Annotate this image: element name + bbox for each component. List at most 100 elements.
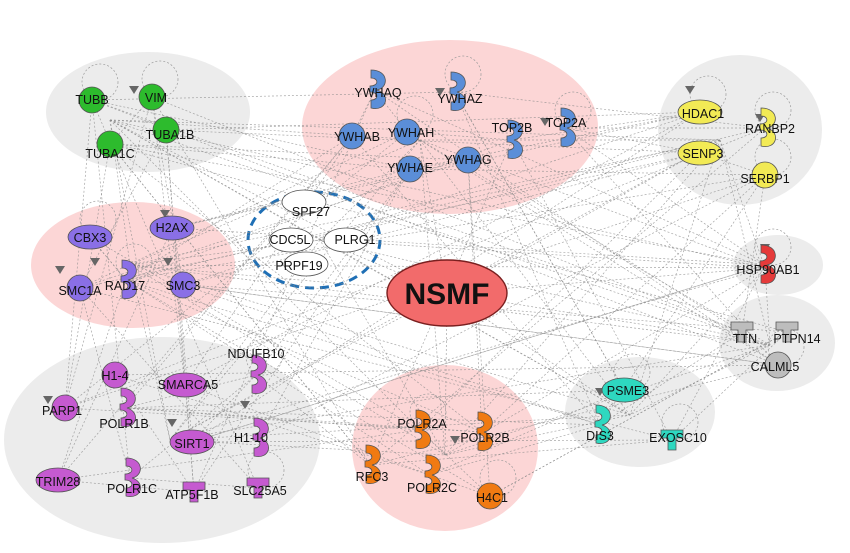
arrowhead-3 (685, 86, 695, 94)
edge-0-0 (91, 99, 779, 366)
node-top2b-shape (506, 119, 523, 159)
edge-32-0 (57, 479, 195, 493)
edge-2-1 (165, 111, 701, 131)
edge-43-0 (369, 439, 673, 466)
edge-3-1 (109, 143, 766, 266)
edge-41-1 (429, 389, 625, 476)
node-ywhab-label: YWHAB (334, 130, 380, 144)
hub-edge-3-5 (129, 264, 771, 346)
edge-12-1 (409, 111, 701, 170)
node-h1-10-shape (252, 417, 269, 457)
node-top2a-label: TOP2A (546, 116, 587, 130)
node-ndufb10-label: NDUFB10 (228, 347, 285, 361)
node-dis3-shape (594, 404, 611, 444)
edge-28-1 (64, 96, 153, 409)
edge-41-2 (124, 389, 625, 409)
node-polr1b-shape (119, 387, 136, 427)
hub-edge-1-8 (419, 139, 631, 416)
edge-42-1 (124, 407, 601, 426)
arrowhead-1 (435, 88, 445, 96)
edge-29-2 (124, 135, 353, 409)
node-ttn-label: TTN (733, 332, 757, 346)
complex-node-cdc5l-shape (268, 227, 314, 253)
edge-25-0 (114, 374, 195, 493)
hub-edge-8-10 (319, 239, 631, 416)
node-rfc3-label: RFC3 (356, 470, 389, 484)
self-loop-exosc10 (661, 403, 699, 441)
hub-edge-2-5 (719, 139, 771, 346)
hub-edge-0-5 (109, 119, 771, 346)
edge-13-1 (454, 91, 766, 129)
node-ywhae-shape (396, 155, 424, 183)
node-ywhaq-label: YWHAQ (354, 86, 402, 100)
hub-edge-3-6 (129, 264, 171, 441)
node-ptpn14-shape (775, 321, 799, 343)
self-loop-ywhaz (444, 55, 482, 93)
edge-21-1 (171, 227, 766, 266)
edge-27-3 (255, 168, 411, 376)
nsmf-label: NSMF (405, 278, 490, 311)
edge-13-3 (125, 127, 766, 281)
edge-23-1 (109, 143, 788, 333)
complex-node-spf27-shape (281, 189, 327, 215)
node-smc1a-label: SMC1A (58, 284, 102, 298)
node-ywhab-shape (338, 122, 366, 150)
edge-43-3 (191, 439, 673, 443)
complex-node-prpf19-label: PRPF19 (275, 259, 322, 273)
node-tubb-shape (78, 86, 106, 114)
node-h1-4-label: H1-4 (101, 369, 128, 383)
node-exosc10-label: EXOSC10 (649, 431, 707, 445)
edge-38-3 (369, 127, 766, 466)
edge-29-0 (124, 407, 421, 431)
node-polr2b-label: POLR2B (460, 431, 509, 445)
edge-33-0 (91, 99, 131, 479)
edge-19-0 (125, 279, 601, 426)
edge-30-1 (191, 111, 701, 443)
edge-17-1 (171, 168, 411, 229)
edge-40-1 (429, 474, 491, 497)
arrowhead-12 (450, 436, 460, 444)
node-sirt1-label: SIRT1 (174, 437, 209, 451)
node-dis3-label: DIS3 (586, 429, 614, 443)
node-top2a-shape (559, 107, 576, 147)
node-ranbp2-shape (759, 107, 776, 147)
edge-9-1 (564, 127, 701, 154)
nsmf-center-node: NSMF (386, 259, 508, 327)
hub-edge-2-8 (629, 139, 721, 416)
edge-24-1 (114, 364, 779, 376)
hub-edge-9-10 (319, 239, 448, 294)
node-polr2a-shape (414, 409, 431, 449)
edge-19-3 (57, 279, 127, 481)
edge-12-0 (182, 111, 701, 286)
edge-26-1 (184, 135, 353, 386)
node-parp1-label: PARP1 (42, 404, 82, 418)
hub-edge-5-7 (444, 344, 771, 456)
node-atp5f1b-shape (182, 481, 206, 503)
hub-edge-6-7 (169, 439, 446, 456)
arrowhead-6 (163, 258, 173, 266)
edge-36-0 (57, 429, 421, 481)
edge-26-0 (151, 96, 186, 386)
node-smc3-label: SMC3 (166, 279, 201, 293)
node-senp3-shape (677, 140, 723, 166)
node-exosc10-shape (660, 429, 684, 451)
node-smc3-shape (169, 271, 197, 299)
edge-8-2 (511, 139, 673, 441)
complex-node-plrg1-label: PLRG1 (335, 233, 376, 247)
node-trim28-label: TRIM28 (36, 475, 81, 489)
node-polr1b-label: POLR1B (99, 417, 148, 431)
node-h4c1-label: H4C1 (476, 491, 508, 505)
edge-1-2 (151, 96, 371, 466)
node-cbx3-shape (67, 224, 113, 250)
node-smc1a-shape (66, 274, 94, 302)
node-trim28-shape (35, 467, 81, 493)
edge-43-1 (79, 287, 673, 441)
edge-43-2 (671, 264, 766, 441)
node-slc25a5-label: SLC25A5 (233, 484, 287, 498)
edge-39-1 (125, 279, 431, 476)
arrowhead-5 (160, 210, 170, 218)
arrowhead-2 (540, 118, 550, 126)
node-cbx3-label: CBX3 (74, 231, 107, 245)
edge-42-0 (429, 424, 601, 476)
node-rad17-label: RAD17 (105, 279, 145, 293)
